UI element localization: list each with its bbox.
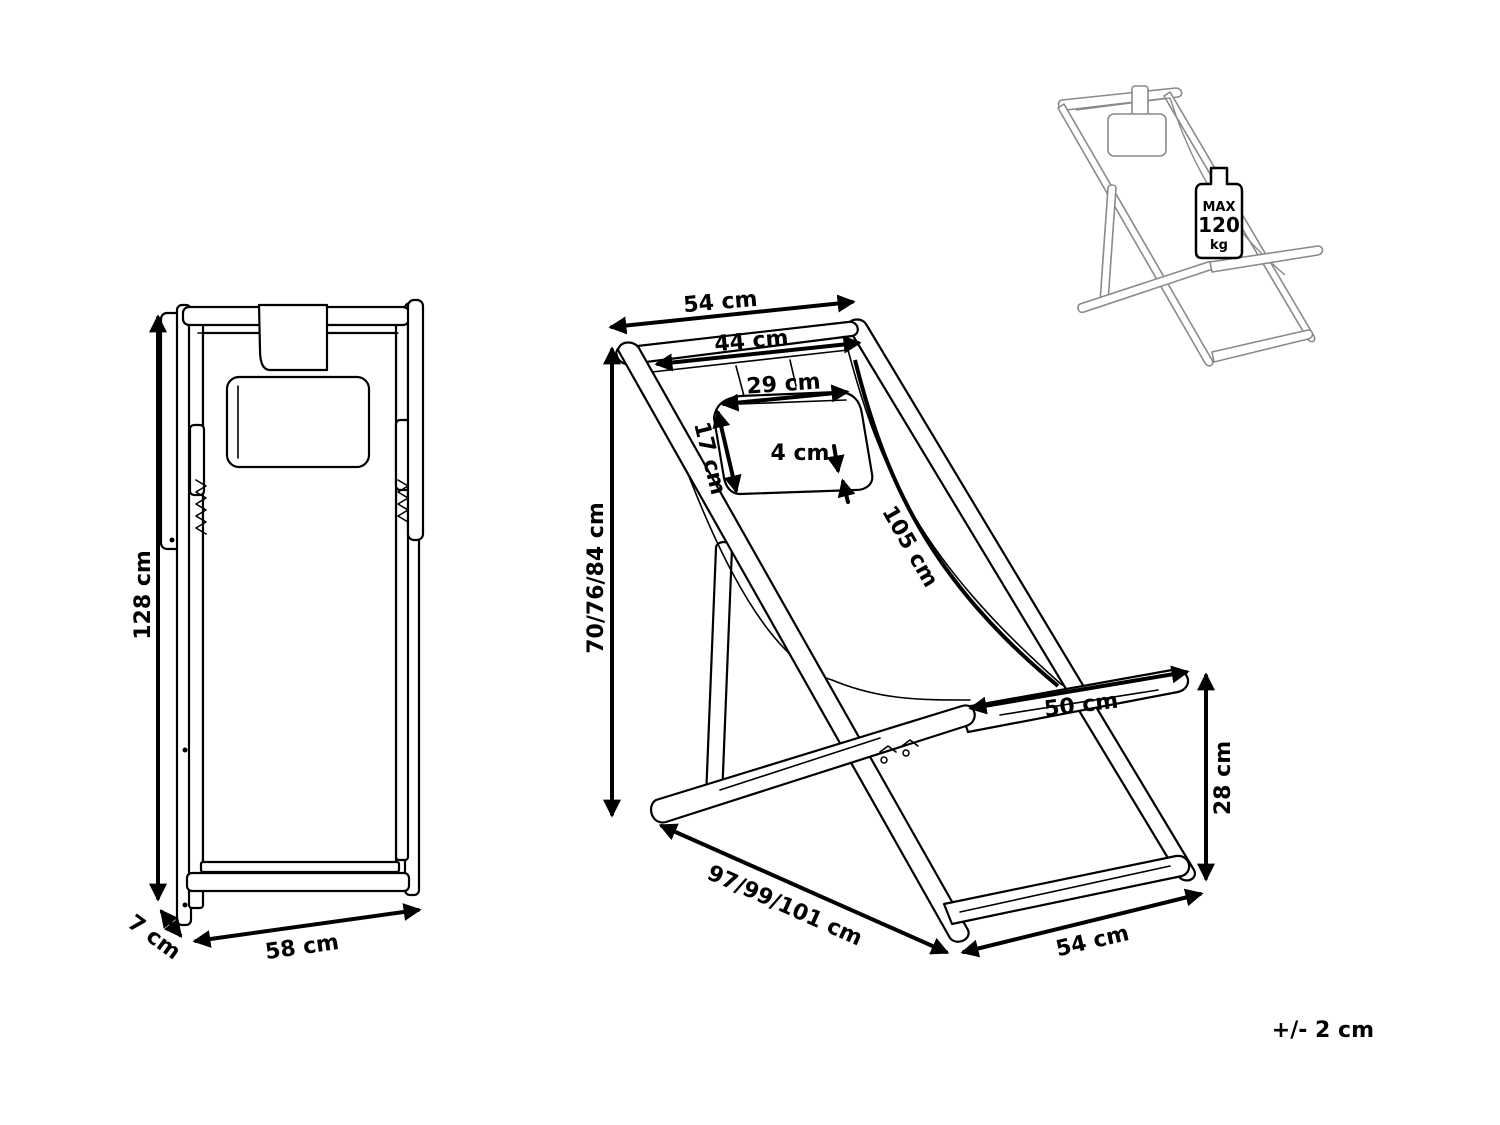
weight-badge-line1: MAX [1202, 200, 1235, 215]
label-seat-height: 28 cm [1211, 741, 1236, 815]
dimension-arrow-folded-width [192, 903, 422, 948]
dimension-arrow-pillow-height [712, 409, 742, 494]
label-pillow-thickness: 4 cm [771, 441, 830, 466]
dimension-arrow-folded-depth [159, 909, 183, 938]
label-height-positions: 70/76/84 cm [584, 502, 609, 654]
weight-icon: MAX 120 kg [1194, 166, 1244, 260]
dimension-arrow-base-width [960, 888, 1204, 958]
dimension-arrow-pillow-width [720, 384, 850, 412]
folded-chair-drawing [159, 298, 425, 927]
open-chair-drawing [615, 318, 1196, 943]
dimension-arrow-armrest-length [968, 665, 1190, 715]
dimension-arrow-inner-width [654, 335, 862, 372]
weight-badge-line3: kg [1210, 238, 1228, 253]
dimension-arrow-pillow-thickness-bottom [837, 478, 856, 504]
label-folded-width: 58 cm [264, 930, 341, 965]
dimension-arrow-pillow-thickness-top [826, 444, 845, 474]
weight-badge-line2: 120 [1198, 213, 1240, 237]
label-folded-depth: 7 cm [123, 910, 185, 965]
label-folded-height: 128 cm [131, 550, 156, 640]
dimension-arrow-top-width [608, 294, 856, 335]
label-pillow-width: 29 cm [746, 369, 822, 399]
dimension-arrow-depth-positions [658, 823, 950, 955]
tolerance-note: +/- 2 cm [1272, 1018, 1374, 1043]
thumbnail-chair-drawing [1057, 85, 1324, 367]
